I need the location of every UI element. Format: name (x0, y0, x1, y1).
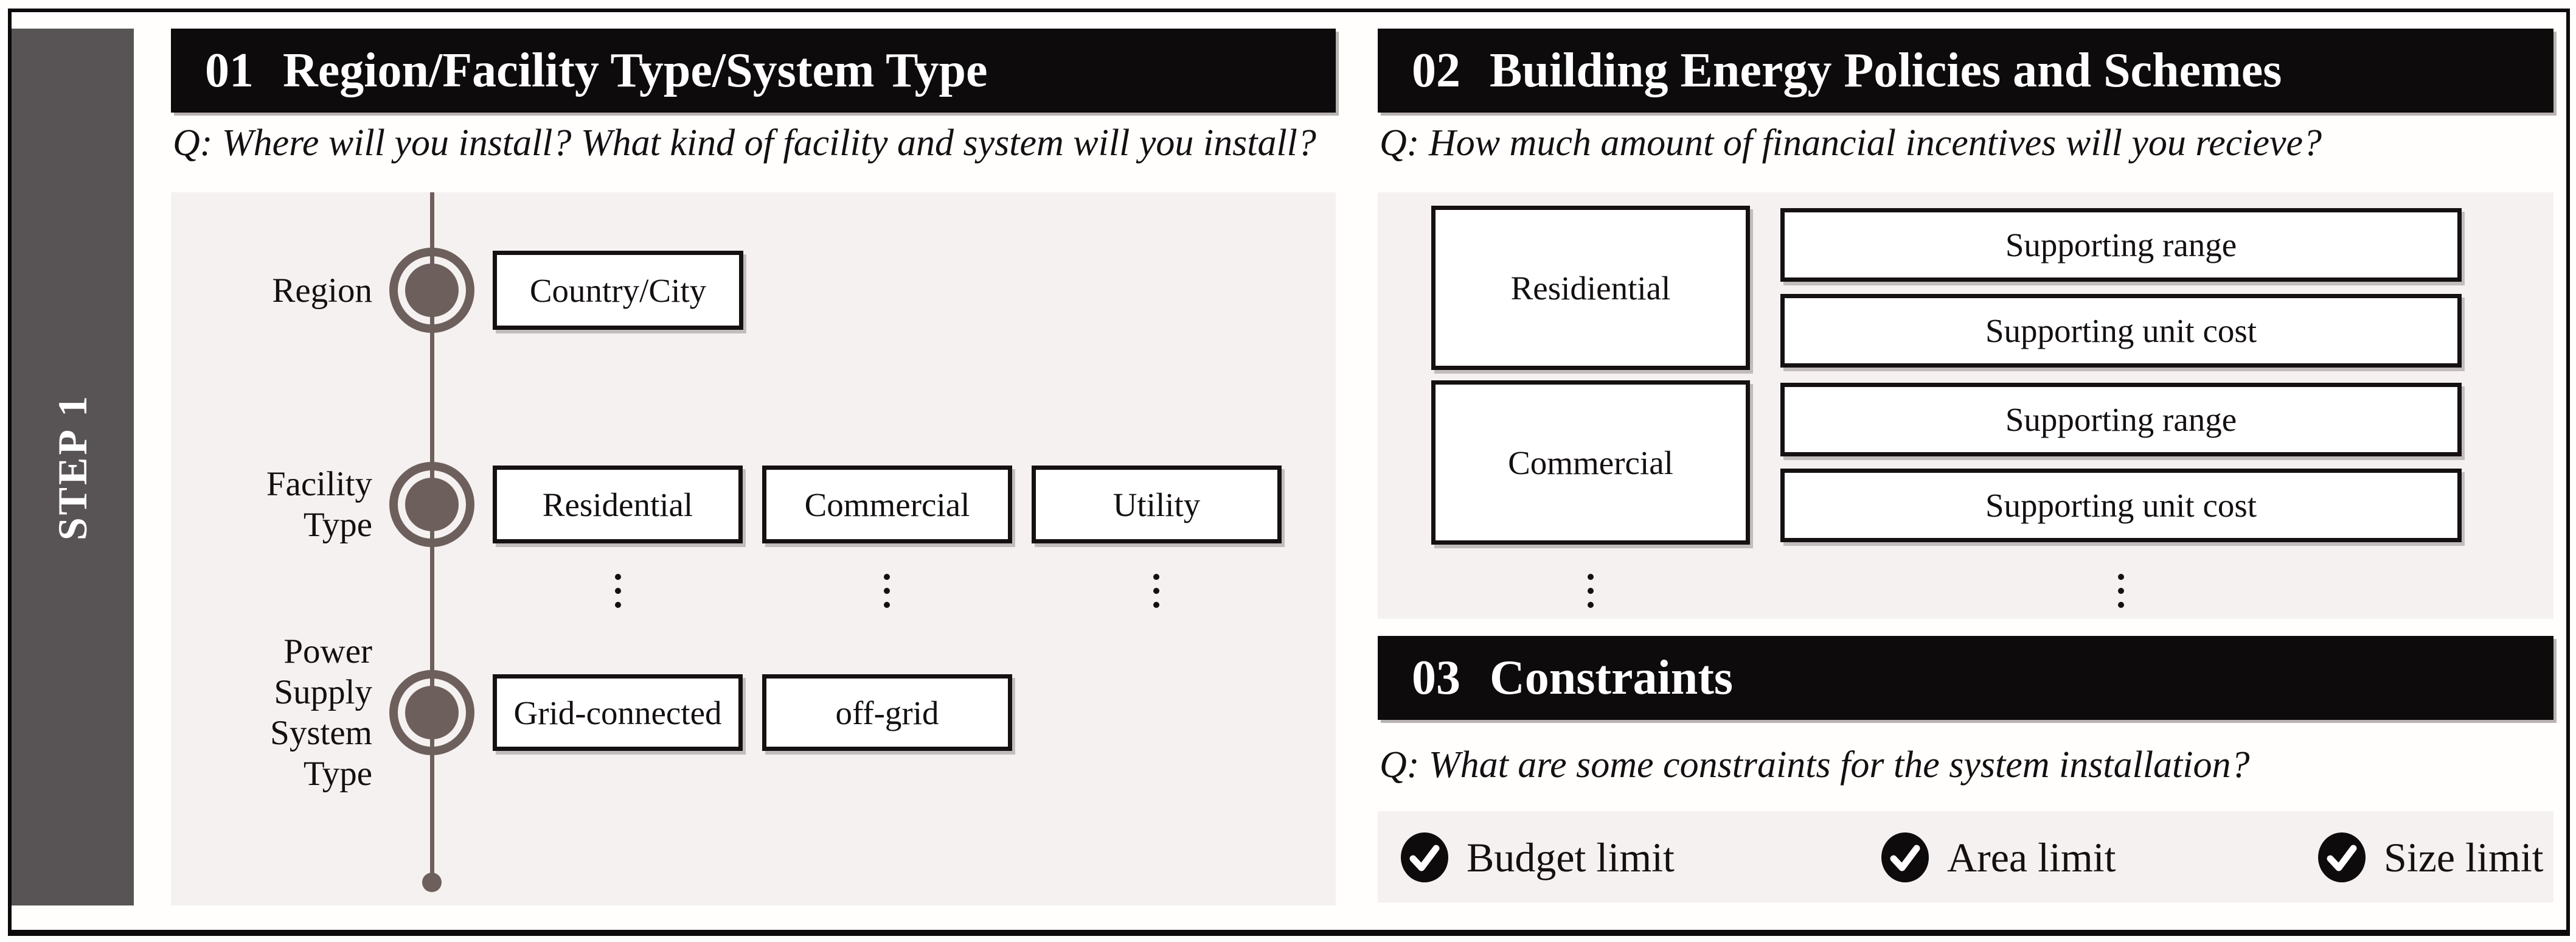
ellipsis-dots-icon (1153, 574, 1159, 608)
section1-header: 01 Region/Facility Type/System Type (171, 29, 1336, 113)
check-icon (1401, 832, 1448, 882)
policy-group-residential: Residiential Supporting range Supporting… (1431, 206, 2462, 370)
power-label-line: Type (303, 755, 372, 793)
section2-title: Building Energy Policies and Schemes (1490, 43, 2282, 97)
power-supply-options-row: Grid-connected off-grid (493, 674, 1012, 751)
section3-title: Constraints (1490, 651, 1734, 705)
option-box-utility: Utility (1032, 466, 1282, 543)
section1-question: Q: Where will you install? What kind of … (173, 122, 1316, 164)
step-label: STEP 1 (49, 393, 96, 541)
constraint-item-area: Area limit (1881, 832, 2116, 882)
policy-box-supporting-range: Supporting range (1780, 383, 2462, 456)
constraint-label: Area limit (1947, 834, 2116, 881)
section1-number: 01 (205, 43, 254, 97)
facility-type-label-line: Facility (266, 465, 372, 503)
section2-header: 02 Building Energy Policies and Schemes (1378, 29, 2553, 113)
section3-number: 03 (1412, 651, 1460, 705)
section2-question: Q: How much amount of financial incentiv… (1380, 122, 2322, 164)
timeline-node-inner (405, 686, 459, 739)
ellipsis-dots-icon (1588, 574, 1594, 608)
category-box-residiential: Residiential (1431, 206, 1750, 370)
policy-box-supporting-unit-cost: Supporting unit cost (1780, 469, 2462, 542)
facility-type-label-line: Type (303, 506, 372, 544)
policy-box-supporting-range: Supporting range (1780, 208, 2462, 282)
ellipsis-dots-icon (884, 574, 890, 608)
power-supply-system-type-label: Power Supply System Type (153, 631, 372, 794)
power-label-line: Power (283, 632, 372, 671)
timeline-node-icon (389, 462, 474, 547)
section1-title: Region/Facility Type/System Type (283, 43, 988, 97)
ellipsis-dots-icon (615, 574, 621, 608)
timeline-node-icon (389, 248, 474, 333)
constraint-label: Size limit (2384, 834, 2544, 881)
section3-header: 03 Constraints (1378, 636, 2553, 720)
option-box-grid-connected: Grid-connected (493, 674, 743, 751)
option-box-residential: Residential (493, 466, 743, 543)
policy-box-supporting-unit-cost: Supporting unit cost (1780, 294, 2462, 368)
policy-grid: Residiential Supporting range Supporting… (1431, 206, 2462, 545)
figure-border (8, 9, 2570, 936)
option-box-country-city: Country/City (493, 251, 743, 330)
region-options-row: Country/City (493, 251, 743, 330)
power-label-line: System (270, 714, 372, 752)
region-label: Region (272, 271, 372, 310)
timeline-end-dot-icon (422, 873, 442, 892)
timeline-node-inner (405, 263, 459, 317)
policy-items-residential: Supporting range Supporting unit cost (1780, 206, 2462, 370)
constraint-label: Budget limit (1467, 834, 1675, 881)
policy-group-commercial: Commercial Supporting range Supporting u… (1431, 380, 2462, 545)
check-icon (1881, 832, 1929, 882)
timeline-node-inner (405, 478, 459, 531)
section3-question: Q: What are some constraints for the sys… (1380, 744, 2250, 786)
constraint-item-budget: Budget limit (1401, 832, 1675, 882)
category-box-commercial: Commercial (1431, 380, 1750, 545)
option-box-off-grid: off-grid (762, 674, 1012, 751)
power-label-line: Supply (274, 673, 372, 711)
facility-type-label: Facility Type (153, 464, 372, 545)
step-sidebar: STEP 1 (12, 29, 134, 905)
facility-options-row: Residential Commercial Utility (493, 466, 1282, 543)
check-icon (2318, 832, 2366, 882)
option-box-commercial: Commercial (762, 466, 1012, 543)
section1-panel (171, 192, 1336, 905)
section2-number: 02 (1412, 43, 1460, 97)
timeline-node-icon (389, 670, 474, 755)
ellipsis-dots-icon (2118, 574, 2124, 608)
policy-items-commercial: Supporting range Supporting unit cost (1780, 380, 2462, 545)
constraint-item-size: Size limit (2318, 832, 2544, 882)
